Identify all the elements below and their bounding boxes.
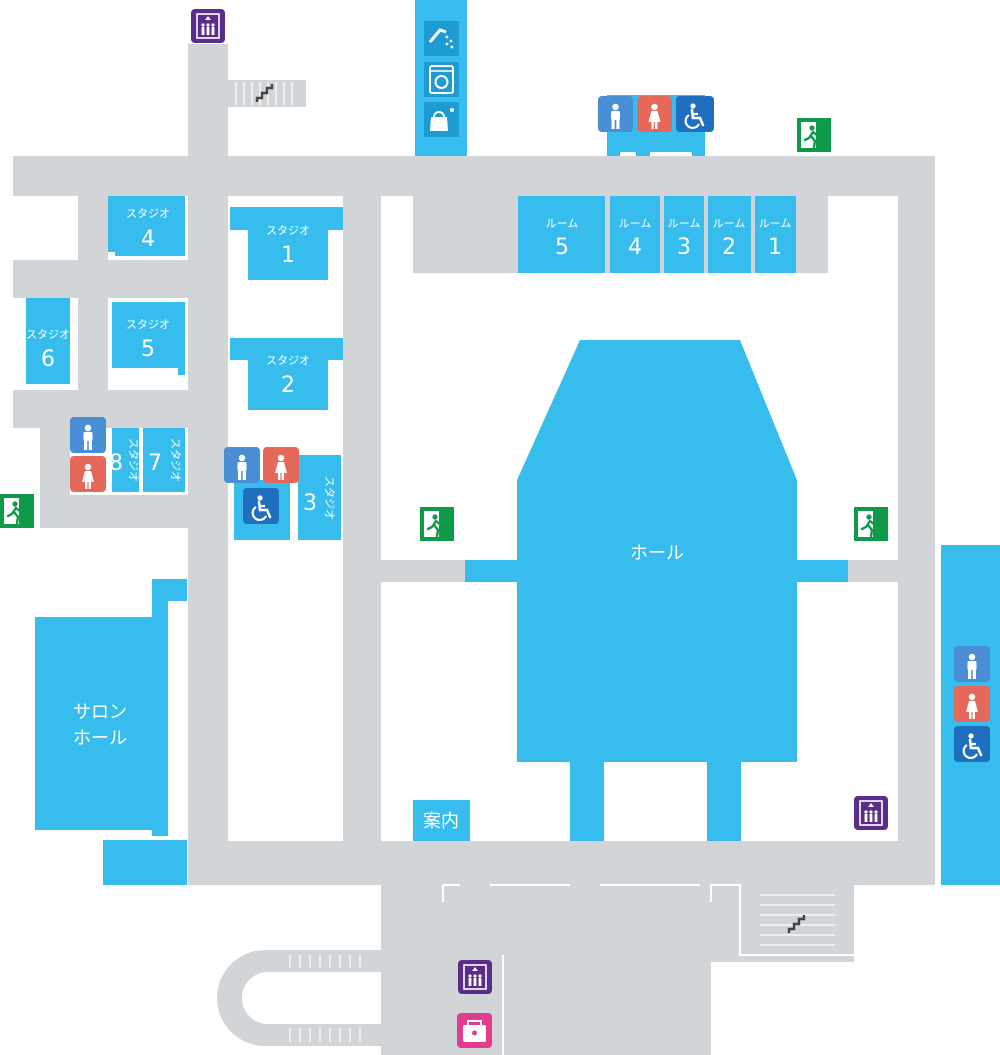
room-1-prefix: ルーム (759, 217, 792, 230)
door-notches (620, 152, 941, 722)
hall-block (517, 340, 797, 762)
studio-1-number: 1 (281, 243, 295, 268)
studio-2-number: 2 (281, 373, 295, 398)
room-2-prefix: ルーム (713, 217, 746, 230)
studio-5-number: 5 (141, 337, 155, 362)
male-restroom-icon[interactable] (954, 646, 990, 682)
studio-4[interactable]: スタジオ 4 (126, 207, 170, 252)
studio-4-prefix: スタジオ (126, 207, 170, 220)
hall-label: ホール (630, 543, 684, 564)
studio-1[interactable]: スタジオ 1 (266, 224, 310, 268)
salon-hall-label-line2: ホール (73, 728, 127, 749)
studio-3-block (298, 455, 341, 540)
emergency-exit-icon[interactable] (852, 505, 890, 543)
studio-3-prefix: スタジオ (323, 476, 336, 520)
elevator-icon[interactable] (190, 8, 226, 44)
studio-3[interactable]: 3 スタジオ (303, 476, 336, 520)
room-3-number: 3 (677, 235, 691, 260)
hall[interactable]: ホール (630, 543, 684, 564)
male-restroom-icon[interactable] (70, 417, 106, 453)
room-5-prefix: ルーム (546, 217, 579, 230)
salon-hall-label-line1: サロン (73, 702, 127, 723)
emergency-exit-icon[interactable] (0, 492, 36, 530)
studio-1-prefix: スタジオ (266, 224, 310, 237)
studio-5[interactable]: スタジオ 5 (126, 318, 170, 362)
lobby-outline (442, 884, 854, 1055)
room-4-number: 4 (628, 235, 642, 260)
female-restroom-icon[interactable] (263, 447, 299, 483)
studio-6-number: 6 (41, 347, 55, 372)
studio-7-prefix: スタジオ (169, 438, 182, 482)
studio-2-block (230, 338, 343, 410)
studio-6-prefix: スタジオ (26, 328, 70, 341)
studio-6[interactable]: スタジオ 6 (26, 328, 70, 372)
elevator-icon[interactable] (457, 959, 493, 995)
studio-7-number: 7 (148, 451, 162, 476)
locker-icon[interactable] (457, 1013, 492, 1048)
male-restroom-icon[interactable] (598, 96, 633, 132)
female-restroom-icon[interactable] (954, 686, 990, 722)
studio-4-number: 4 (141, 227, 155, 252)
studio-8[interactable]: 8 スタジオ (109, 438, 140, 482)
accessible-restroom-icon[interactable] (676, 96, 714, 132)
studio-7[interactable]: 7 スタジオ (148, 438, 182, 482)
female-restroom-icon[interactable] (70, 456, 106, 492)
accessible-restroom-icon[interactable] (954, 726, 990, 762)
studio-4-block (108, 196, 185, 256)
emergency-exit-icon[interactable] (418, 505, 456, 543)
studio-8-number: 8 (109, 451, 123, 476)
corridors (13, 44, 935, 1055)
salon-hall[interactable]: サロン ホール (73, 702, 127, 749)
studio-2-prefix: スタジオ (266, 354, 310, 367)
salon-hall-block (35, 579, 187, 836)
studio-8-block (112, 428, 139, 492)
studio-5-block (112, 302, 185, 375)
room-2[interactable]: ルーム 2 (713, 217, 746, 260)
laundry-icon[interactable] (424, 62, 459, 97)
studio-5-prefix: スタジオ (126, 318, 170, 331)
room-3-prefix: ルーム (668, 217, 701, 230)
shower-icon[interactable] (424, 21, 459, 56)
room-2-number: 2 (722, 235, 736, 260)
elevator-icon[interactable] (853, 795, 889, 831)
room-5[interactable]: ルーム 5 (546, 217, 579, 260)
room-4[interactable]: ルーム 4 (619, 217, 652, 260)
kettle-icon[interactable] (424, 102, 459, 137)
female-restroom-icon[interactable] (637, 96, 672, 132)
info-desk[interactable]: 案内 (423, 811, 459, 832)
room-1[interactable]: ルーム 1 (759, 217, 792, 260)
room-3[interactable]: ルーム 3 (668, 217, 701, 260)
studio-1-block (230, 207, 343, 280)
studio-8-prefix: スタジオ (127, 438, 140, 482)
room-5-number: 5 (555, 235, 569, 260)
studio-3-number: 3 (303, 491, 317, 516)
male-restroom-icon[interactable] (224, 447, 260, 483)
info-label: 案内 (423, 811, 459, 832)
emergency-exit-icon[interactable] (795, 116, 833, 154)
studio-7-block (143, 428, 185, 492)
room-1-number: 1 (768, 235, 782, 260)
room-4-prefix: ルーム (619, 217, 652, 230)
accessible-restroom-icon[interactable] (243, 488, 279, 524)
studio-6-block (26, 298, 70, 384)
studio-2[interactable]: スタジオ 2 (266, 354, 310, 398)
